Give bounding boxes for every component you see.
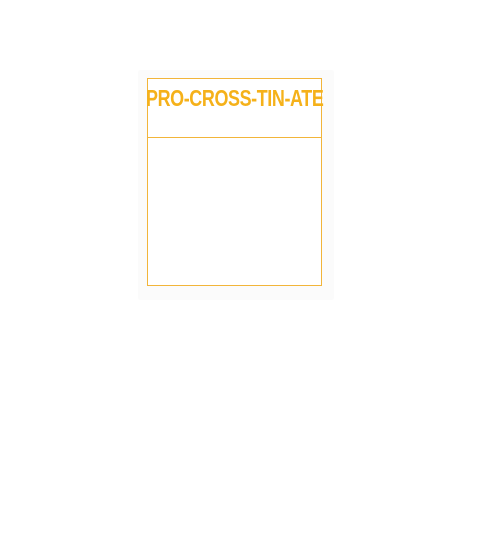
card-header: PRO-CROSS-TIN-ATE <box>145 79 324 138</box>
card-title: PRO-CROSS-TIN-ATE <box>145 85 324 111</box>
word-card: PRO-CROSS-TIN-ATE <box>145 78 324 286</box>
card-body <box>148 138 321 285</box>
